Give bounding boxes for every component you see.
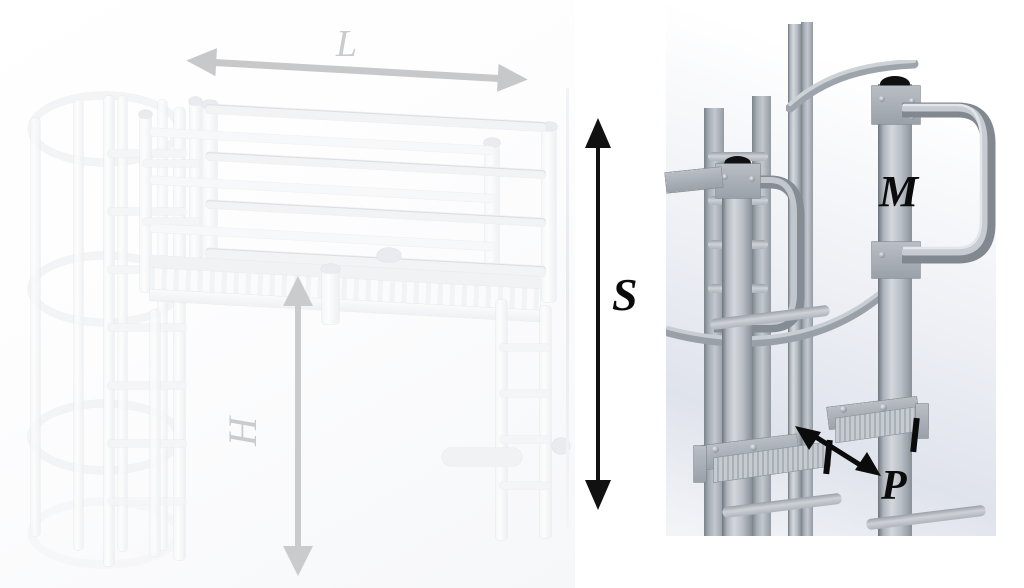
post-cap (541, 122, 557, 131)
bracket-rivet (712, 446, 719, 453)
lower-ladder-stile-left (496, 300, 507, 540)
guardrail-back-rail (149, 176, 495, 203)
guardrail-back-rail (149, 128, 495, 155)
lower-ladder-rung (500, 344, 550, 351)
bracket-rivet (749, 176, 755, 182)
post-cap (321, 264, 340, 273)
dimension-label-L: L (336, 23, 358, 65)
arrow-shaft (295, 300, 301, 550)
ladder-rung (108, 440, 186, 447)
deck-boss (377, 248, 401, 262)
deck-support-post (322, 268, 339, 324)
bracket-rivet (879, 96, 885, 102)
lower-ladder-rung (500, 482, 550, 489)
ladder-rung (108, 324, 186, 331)
under-ladder-stile (150, 310, 160, 556)
bracket-rivet (840, 406, 847, 413)
cage-band-curve-top (786, 60, 919, 113)
post-cap (484, 138, 500, 147)
step-endplate-rear (916, 404, 928, 438)
dimension-arrow-S (585, 118, 611, 510)
bracket-rivet (880, 404, 887, 411)
ladder-rung (108, 498, 186, 505)
ladder-rung (108, 382, 186, 389)
front-main-post (878, 84, 912, 536)
arrowhead-left (185, 46, 218, 77)
dimension-label-H: H (219, 417, 265, 446)
exit-ladder-rung (143, 160, 199, 167)
guardrail-back-rail (149, 224, 495, 251)
panel-divider (566, 88, 569, 528)
ladder-stile-right (174, 108, 185, 560)
lower-ladder-rung (500, 436, 550, 443)
dimension-label-S: S (612, 269, 638, 320)
step-endplate-front (694, 446, 706, 482)
cage-strap-2 (74, 100, 83, 550)
ladder-stile-left (104, 96, 114, 566)
bracket-rivet (909, 98, 915, 104)
arrowhead-down (585, 480, 611, 510)
bracket-rivet (879, 252, 885, 258)
lower-ladder-standoff (442, 448, 522, 466)
guardrail-post-left (203, 104, 217, 294)
dimension-arrow-H (283, 276, 313, 576)
lower-ladder-stile-right (540, 306, 551, 538)
cage-strap-3 (118, 96, 127, 551)
bracket-rivet (722, 174, 728, 180)
guardrail-post-right (542, 126, 556, 302)
standoff-cap (552, 438, 570, 454)
post-cap (139, 110, 152, 118)
center-post-back (801, 22, 813, 536)
lower-ladder-rung (500, 390, 550, 397)
exit-ladder-stile-left (140, 112, 151, 292)
dimension-arrow-P (795, 426, 881, 476)
left-assembly-panel: L H (0, 0, 575, 588)
arrow-shaft (213, 59, 502, 83)
front-handrail-loop (902, 102, 996, 264)
exit-ladder-stile-right (190, 100, 201, 292)
arrowhead-up (585, 118, 611, 148)
guardrail-top-rail (205, 104, 546, 132)
arrow-shaft (596, 144, 600, 484)
dimension-label-M: M (879, 167, 919, 216)
dimension-label-P: P (881, 463, 907, 509)
arrowhead-lower-right (855, 452, 881, 476)
arrowhead-down (283, 546, 313, 576)
post-cap (189, 97, 202, 105)
bracket-rivet (750, 444, 757, 451)
cage-band-curve (666, 290, 885, 347)
exit-ladder-rung (143, 218, 199, 225)
arrowhead-right (496, 63, 529, 94)
arrowhead-upper-left (795, 426, 821, 450)
cage-strap-1 (31, 118, 40, 536)
